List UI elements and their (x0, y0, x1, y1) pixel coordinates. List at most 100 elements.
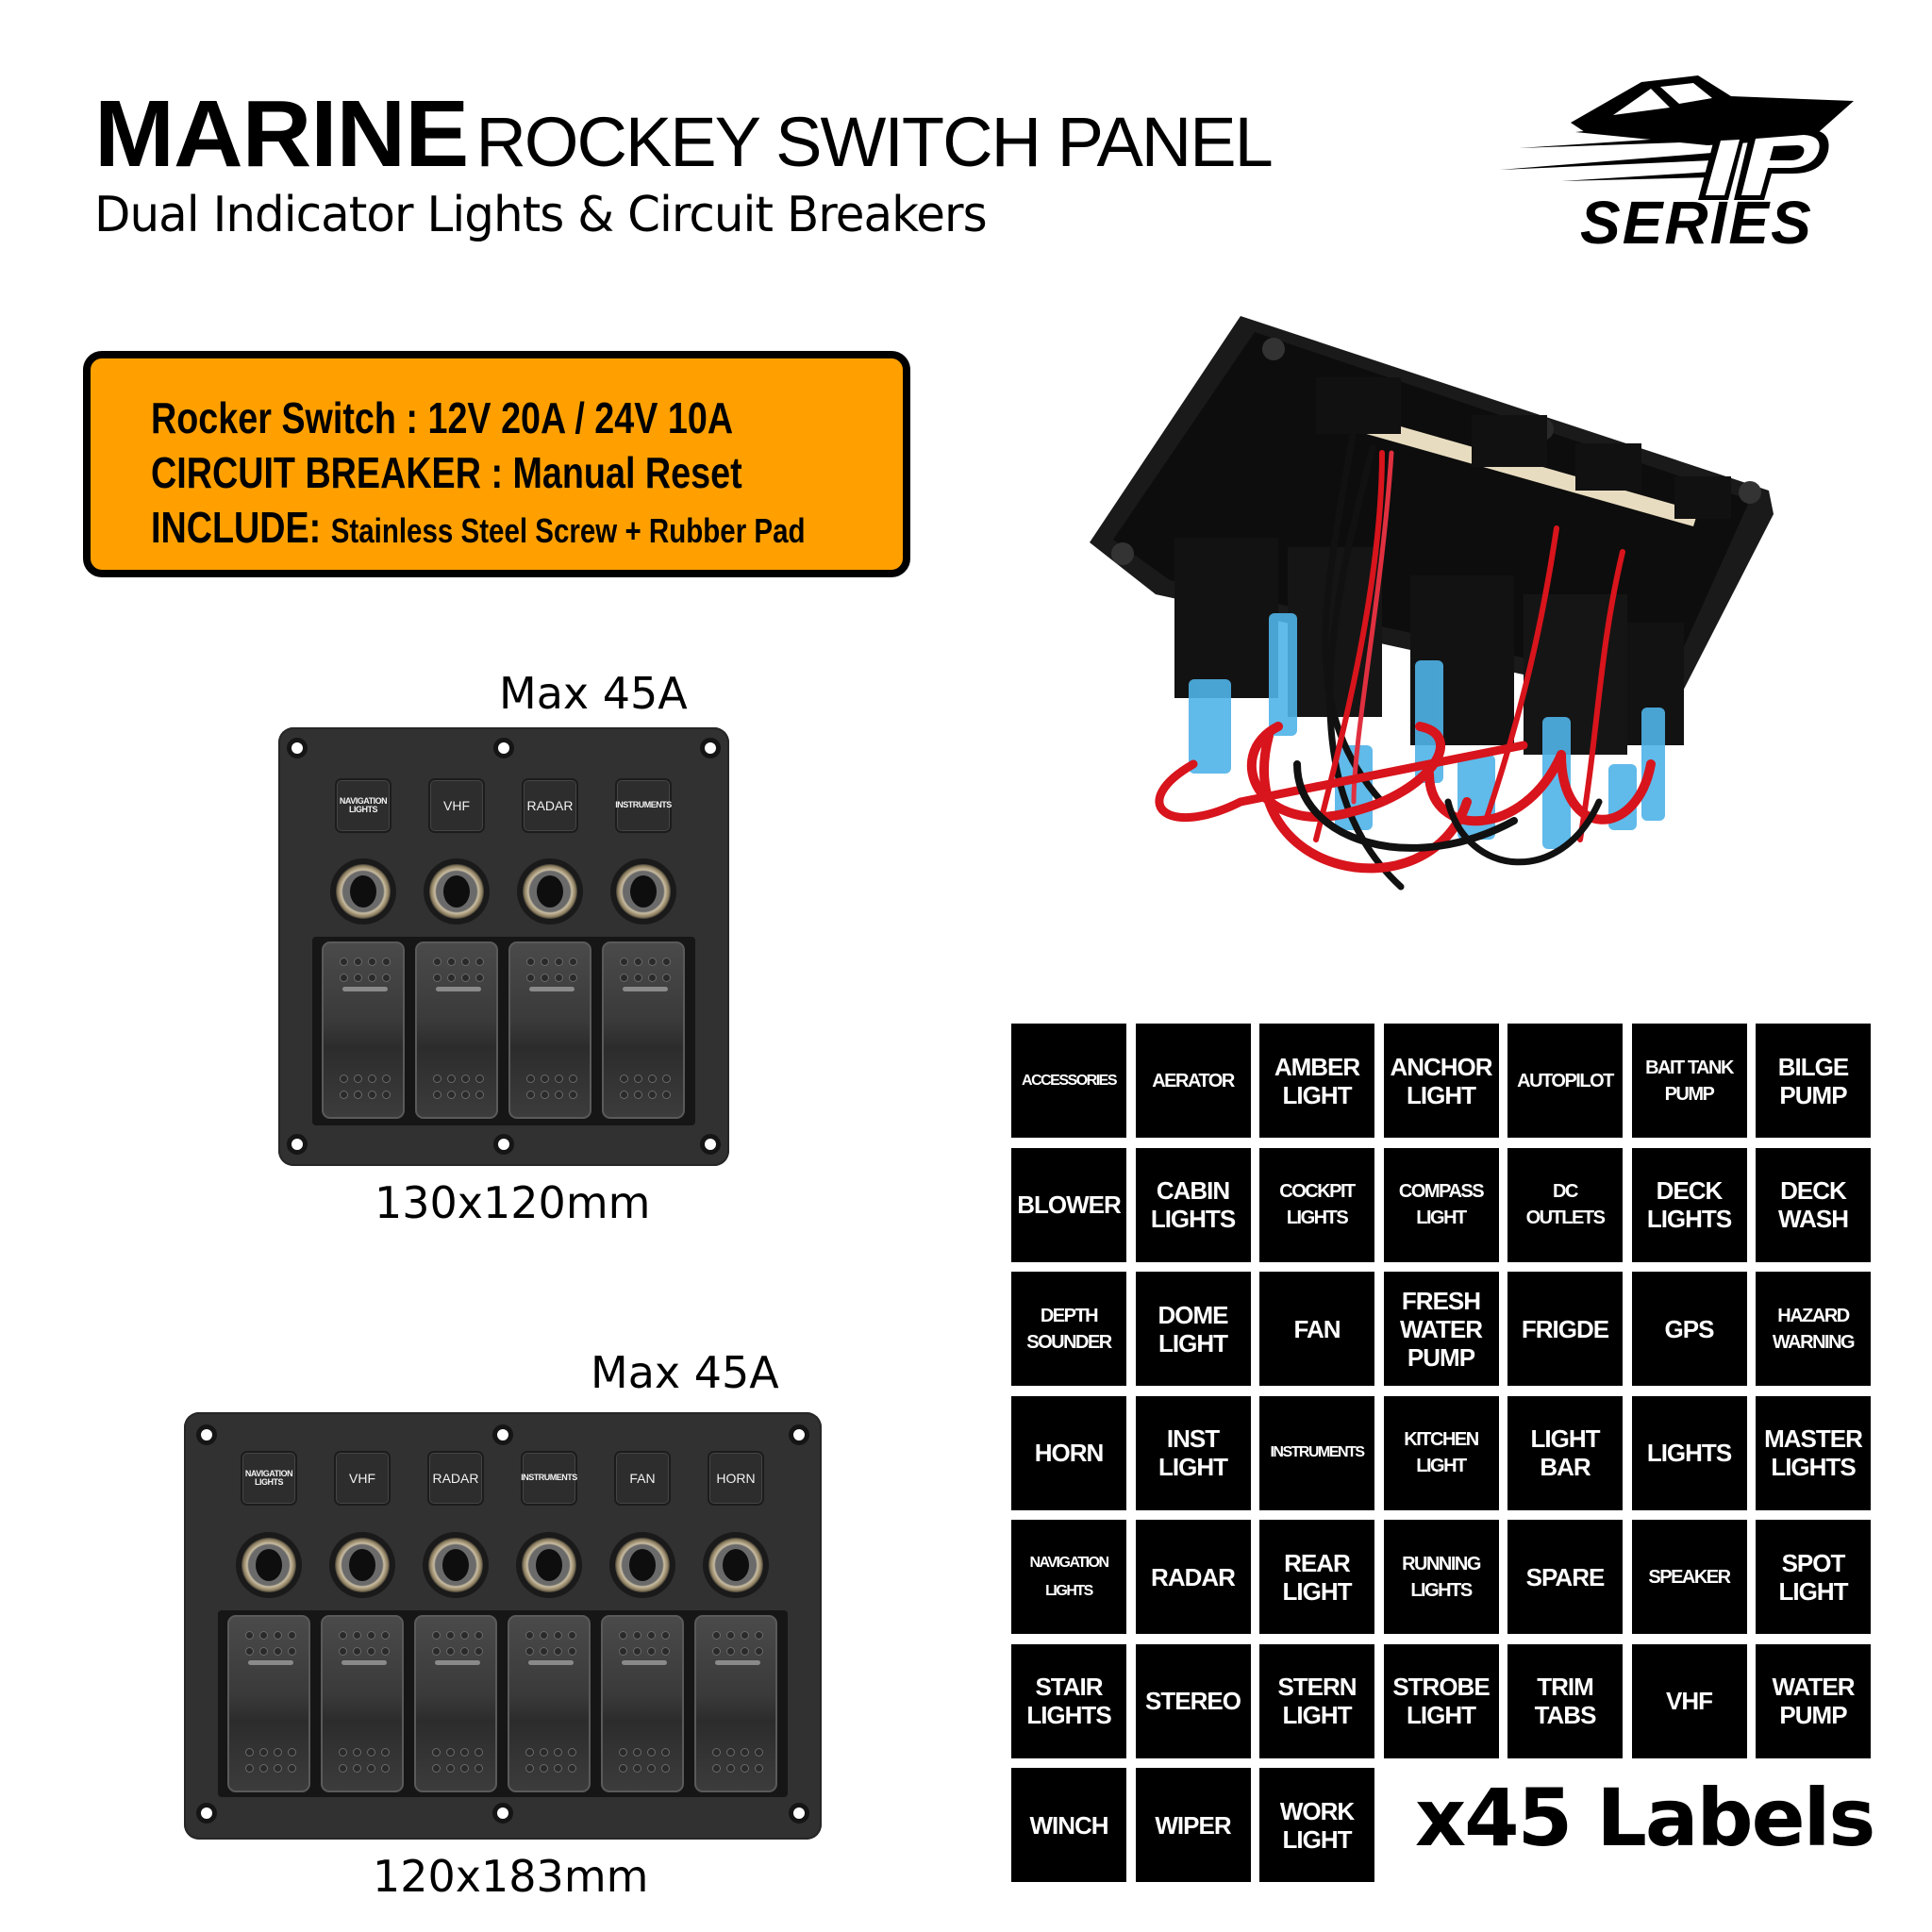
breaker-reset-icon (442, 1549, 469, 1581)
switch-label-sticker: NAVIGATION LIGHTS (1011, 1520, 1126, 1634)
switch-label-sticker: WINCH (1011, 1768, 1126, 1882)
switch-label-sticker: VHF (1631, 1643, 1747, 1758)
mounting-hole-icon (196, 1424, 217, 1445)
switch-label-sticker: FRESH WATER PUMP (1383, 1272, 1499, 1386)
indicator-dots-bottom-icon (524, 1075, 580, 1098)
rocker-switch[interactable] (322, 941, 405, 1119)
switch-label-plate: RADAR (522, 778, 578, 833)
indicator-bar-icon (622, 1660, 667, 1665)
circuit-breaker-button[interactable] (516, 1532, 582, 1598)
switch-label-sticker: INST LIGHT (1135, 1395, 1251, 1510)
switch-label-sticker: AERATOR (1135, 1024, 1251, 1138)
circuit-breaker-button[interactable] (424, 858, 490, 924)
switch-label-sticker: WORK LIGHT (1259, 1768, 1374, 1882)
indicator-bar-icon (623, 987, 668, 991)
rocker-switch[interactable] (415, 941, 498, 1119)
mounting-hole-icon (196, 1803, 217, 1824)
switch-label-sticker: RADAR (1135, 1520, 1251, 1634)
switch-label-sticker: GPS (1631, 1272, 1747, 1386)
rocker-switch[interactable] (601, 1615, 684, 1792)
mounting-hole-icon (492, 1424, 513, 1445)
switch-label-sticker: KITCHEN LIGHT (1383, 1395, 1499, 1510)
switch-label-sticker: INSTRUMENTS (1259, 1395, 1374, 1510)
rocker-switch[interactable] (321, 1615, 404, 1792)
ip-series-logo: SERIES (1481, 58, 1863, 257)
indicator-bar-icon (436, 987, 481, 991)
switch-label-plate: NAVIGATION LIGHTS (241, 1451, 297, 1506)
rocker-switch[interactable] (694, 1615, 777, 1792)
rocker-switch[interactable] (508, 1615, 591, 1792)
mounting-hole-icon (492, 1803, 513, 1824)
switch-label-plate: VHF (428, 778, 485, 833)
switch-label-sticker: DC OUTLETS (1507, 1147, 1623, 1262)
switch-label-sticker: WIPER (1135, 1768, 1251, 1882)
rocker-switch[interactable] (602, 941, 685, 1119)
breaker-reset-icon (630, 875, 657, 908)
circuit-breaker-button[interactable] (329, 1532, 395, 1598)
indicator-dots-top-icon (709, 1632, 766, 1655)
panel4-max-label: Max 45A (499, 668, 688, 719)
circuit-breaker-button[interactable] (423, 1532, 489, 1598)
mounting-hole-icon (493, 1134, 514, 1155)
switch-label-sticker: AMBER LIGHT (1259, 1024, 1374, 1138)
switch-label-sticker: FAN (1259, 1272, 1374, 1386)
switch-label-sticker: RUNNING LIGHTS (1383, 1520, 1499, 1634)
indicator-dots-top-icon (523, 1632, 579, 1655)
indicator-bar-icon (248, 1660, 293, 1665)
switch-label-sticker: FRIGDE (1507, 1272, 1623, 1386)
switch-label-plate: VHF (334, 1451, 391, 1506)
indicator-dots-top-icon (242, 1632, 299, 1655)
switch-label-sticker: STAIR LIGHTS (1011, 1643, 1126, 1758)
panel4-dimensions: 130x120mm (375, 1177, 651, 1228)
spec-line-include: INCLUDE: Stainless Steel Screw + Rubber … (151, 503, 806, 552)
switch-label-sticker: TRIM TABS (1507, 1643, 1623, 1758)
mounting-hole-icon (287, 738, 308, 758)
switch-label-plate: INSTRUMENTS (521, 1451, 577, 1506)
switch-label-sticker: COCKPIT LIGHTS (1259, 1147, 1374, 1262)
indicator-dots-top-icon (616, 1632, 673, 1655)
indicator-dots-bottom-icon (336, 1749, 392, 1772)
switch-label-sticker: HAZARD WARNING (1756, 1272, 1871, 1386)
switch-label-sticker: BLOWER (1011, 1147, 1126, 1262)
label-count: x45 Labels (1415, 1772, 1875, 1864)
switch-label-sticker: CABIN LIGHTS (1135, 1147, 1251, 1262)
switch-label-sticker: HORN (1011, 1395, 1126, 1510)
indicator-dots-top-icon (617, 958, 674, 981)
switch-label-sticker: STROBE LIGHT (1383, 1643, 1499, 1758)
indicator-bar-icon (341, 1660, 387, 1665)
indicator-bar-icon (435, 1660, 480, 1665)
rocker-switch[interactable] (227, 1615, 310, 1792)
circuit-breaker-button[interactable] (236, 1532, 302, 1598)
indicator-dots-top-icon (336, 1632, 392, 1655)
circuit-breaker-button[interactable] (517, 858, 583, 924)
switch-label-sticker: LIGHT BAR (1507, 1395, 1623, 1510)
spec-line-breaker: CIRCUIT BREAKER : Manual Reset (151, 448, 742, 497)
mounting-hole-icon (700, 738, 721, 758)
mounting-hole-icon (700, 1134, 721, 1155)
indicator-dots-bottom-icon (523, 1749, 579, 1772)
indicator-dots-top-icon (430, 958, 487, 981)
switch-label-sticker: LIGHTS (1631, 1395, 1747, 1510)
circuit-breaker-button[interactable] (330, 858, 396, 924)
switch-label-sticker: AUTOPILOT (1507, 1024, 1623, 1138)
indicator-dots-bottom-icon (709, 1749, 766, 1772)
switch-label-sticker: ANCHOR LIGHT (1383, 1024, 1499, 1138)
page-title: MARINE ROCKEY SWITCH PANEL (94, 81, 1274, 187)
spec-line-rocker: Rocker Switch : 12V 20A / 24V 10A (151, 393, 734, 442)
breaker-reset-icon (723, 1549, 749, 1581)
switch-label-sticker: SPOT LIGHT (1756, 1520, 1871, 1634)
circuit-breaker-button[interactable] (703, 1532, 769, 1598)
rocker-switch[interactable] (508, 941, 591, 1119)
circuit-breaker-button[interactable] (609, 1532, 675, 1598)
indicator-dots-top-icon (429, 1632, 486, 1655)
breaker-reset-icon (350, 875, 376, 908)
circuit-breaker-button[interactable] (610, 858, 676, 924)
rocker-switch[interactable] (414, 1615, 497, 1792)
indicator-dots-bottom-icon (242, 1749, 299, 1772)
mounting-hole-icon (493, 738, 514, 758)
rocker-well (218, 1610, 788, 1797)
mounting-hole-icon (789, 1803, 809, 1824)
switch-label-sticker: MASTER LIGHTS (1756, 1395, 1871, 1510)
title-bold: MARINE (94, 81, 469, 187)
breaker-reset-icon (443, 875, 470, 908)
